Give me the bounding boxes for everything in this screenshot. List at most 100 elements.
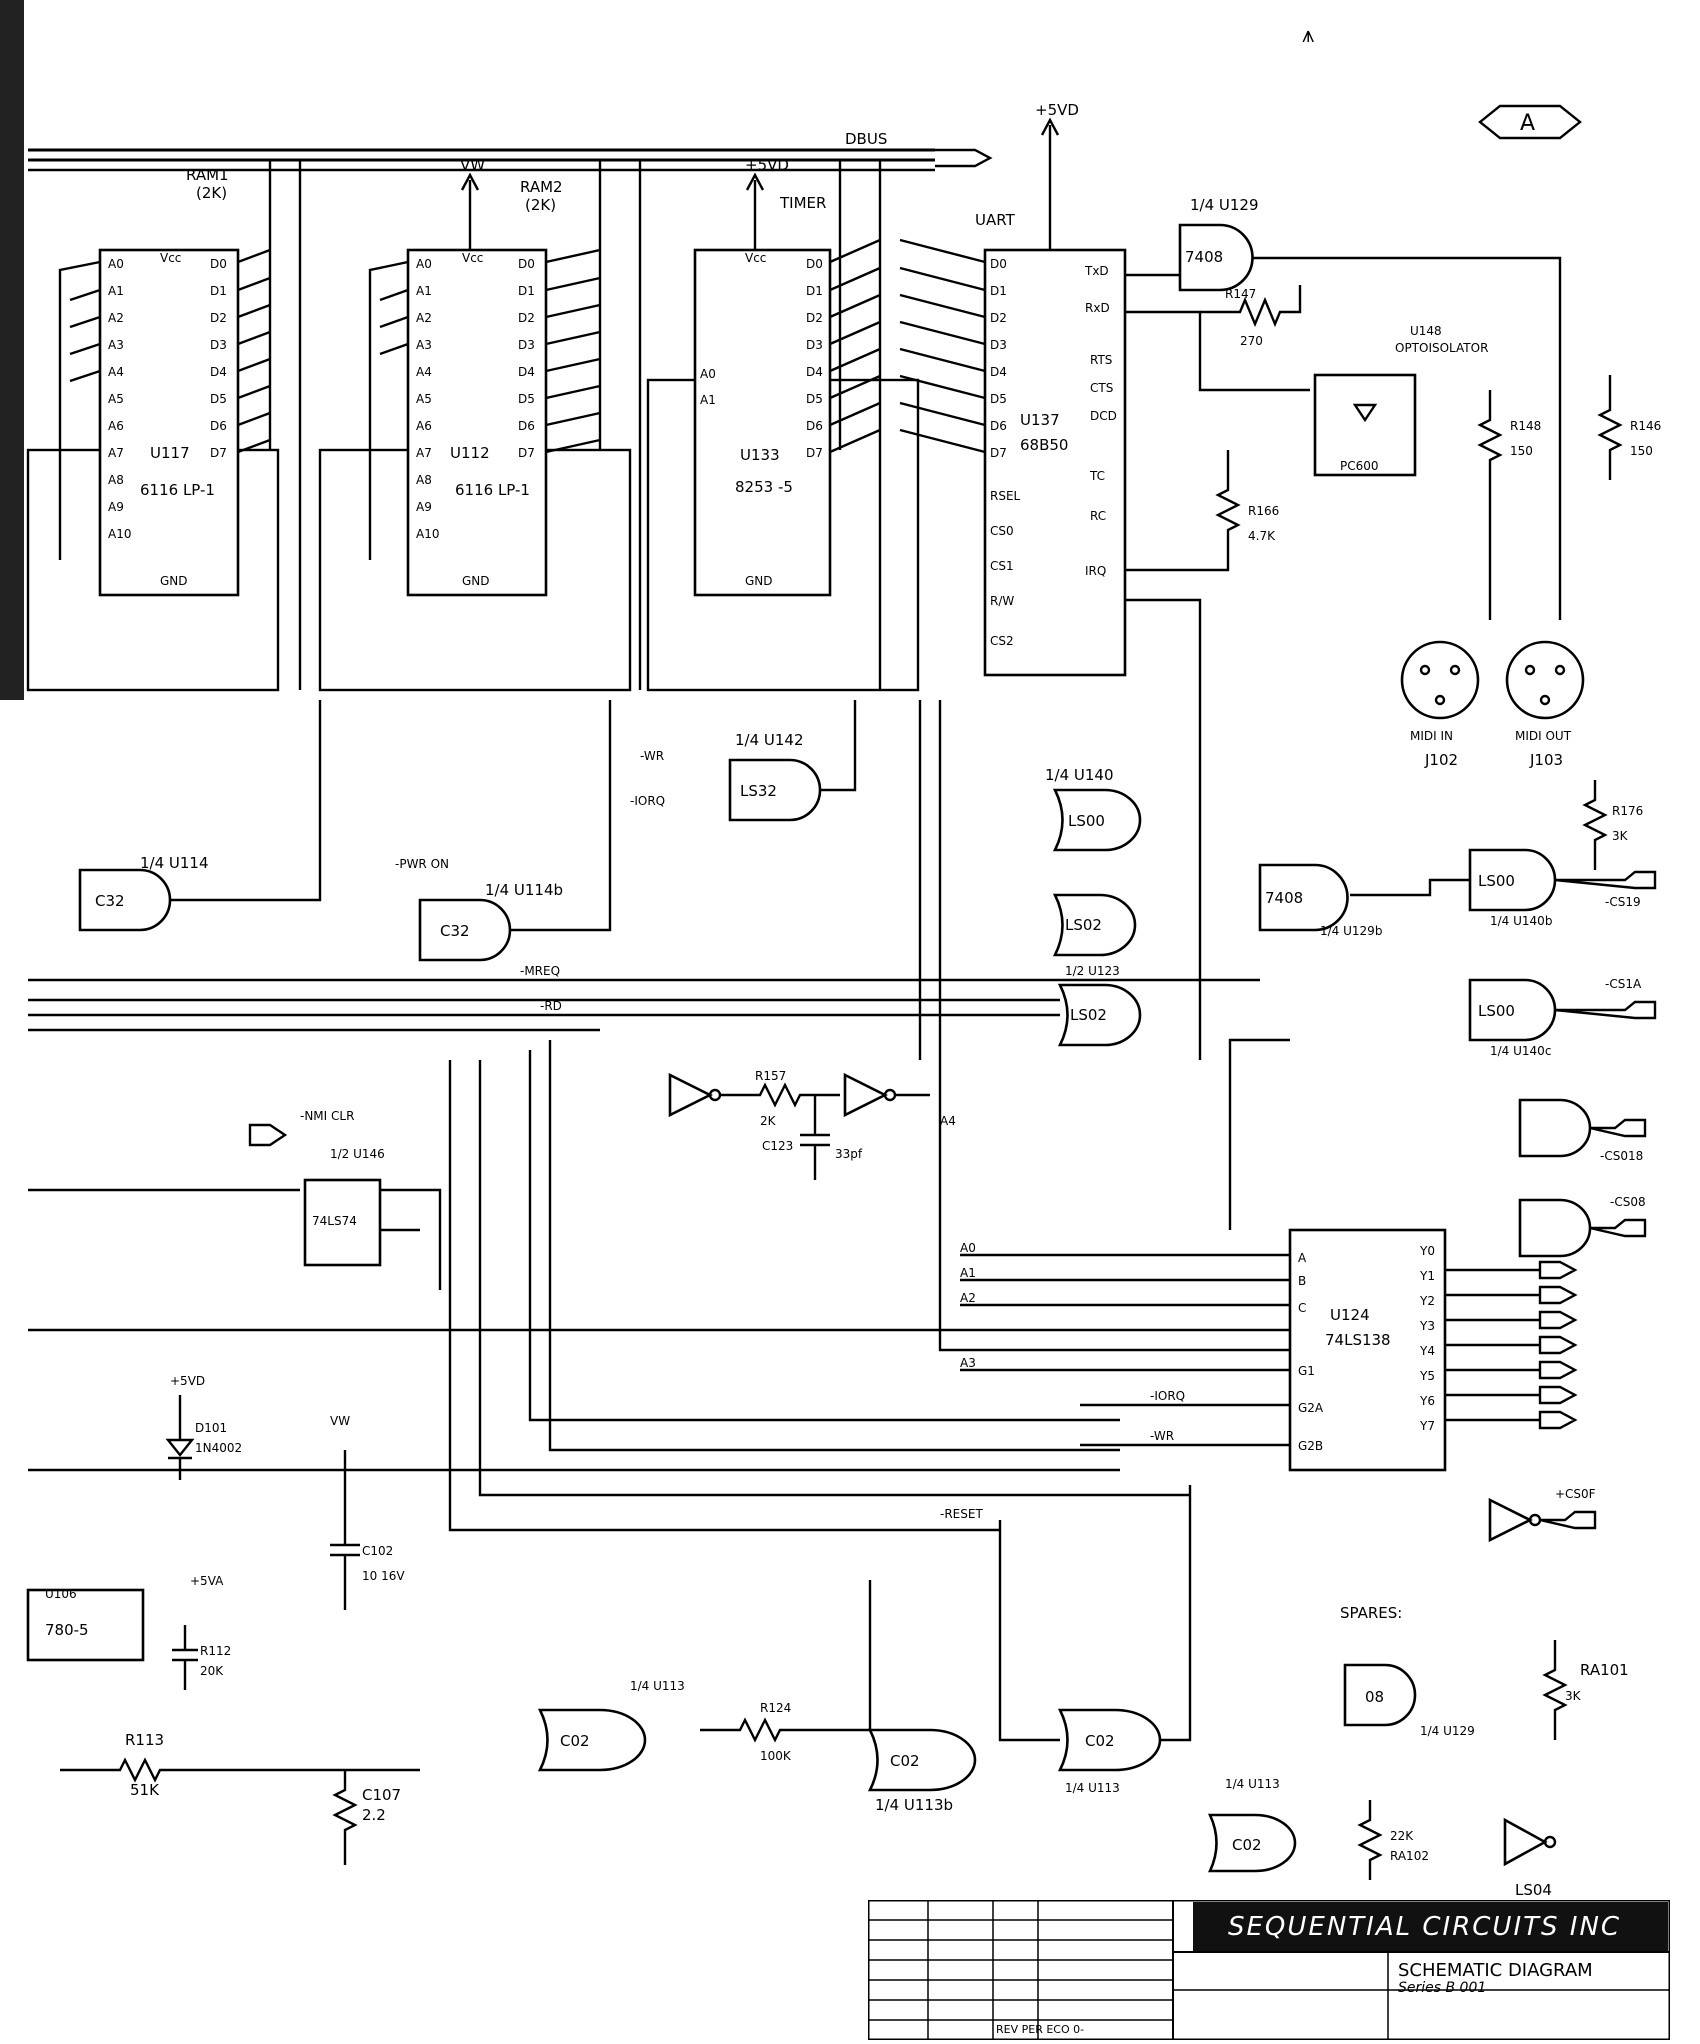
svg-text:D2: D2 xyxy=(990,311,1007,325)
svg-text:10 16V: 10 16V xyxy=(362,1569,405,1583)
svg-text:-MREQ: -MREQ xyxy=(520,964,560,978)
svg-text:D7: D7 xyxy=(210,446,227,460)
svg-text:1/4 U140: 1/4 U140 xyxy=(1045,766,1114,784)
svg-text:R147: R147 xyxy=(1225,287,1256,301)
svg-text:270: 270 xyxy=(1240,334,1263,348)
svg-text:1/4 U114b: 1/4 U114b xyxy=(485,881,563,899)
and-gate-u129: 7408 1/4 U129 xyxy=(1125,196,1562,620)
svg-text:C123: C123 xyxy=(762,1139,793,1153)
svg-text:C02: C02 xyxy=(560,1732,590,1750)
or-gate-u142: LS32 1/4 U142 -WR -IORQ xyxy=(630,700,857,822)
svg-text:(2K): (2K) xyxy=(525,196,556,214)
svg-text:IRQ: IRQ xyxy=(1085,564,1106,578)
svg-text:SPARES:: SPARES: xyxy=(1340,1604,1402,1622)
resistor-r148: R148 150 xyxy=(1477,390,1541,620)
svg-text:U112: U112 xyxy=(450,444,490,462)
dbus-label: DBUS xyxy=(845,130,887,148)
svg-text:D7: D7 xyxy=(518,446,535,460)
svg-text:68B50: 68B50 xyxy=(1020,436,1068,454)
svg-text:8253 -5: 8253 -5 xyxy=(735,478,793,496)
supply-arrows: VW +5VD +5VD xyxy=(460,101,1079,250)
svg-text:A: A xyxy=(1520,111,1535,136)
svg-text:LS00: LS00 xyxy=(1068,812,1105,830)
svg-text:R112: R112 xyxy=(200,1644,231,1658)
svg-text:LS04: LS04 xyxy=(1515,1881,1552,1899)
svg-text:D1: D1 xyxy=(210,284,227,298)
cs0f-inverter: +CS0F xyxy=(1488,1487,1597,1543)
svg-text:Y7: Y7 xyxy=(1419,1419,1435,1433)
svg-text:C32: C32 xyxy=(95,892,125,910)
title-block: SEQUENTIAL CIRCUITS INC SCHEMATIC DIAGRA… xyxy=(866,1898,1672,2042)
svg-text:A7: A7 xyxy=(416,446,432,460)
svg-text:A0: A0 xyxy=(960,1241,976,1255)
svg-text:3K: 3K xyxy=(1612,829,1629,843)
svg-text:D3: D3 xyxy=(210,338,227,352)
svg-text:G2B: G2B xyxy=(1298,1439,1323,1453)
svg-text:RC: RC xyxy=(1090,509,1106,523)
svg-text:J102: J102 xyxy=(1424,751,1458,769)
scan-edge xyxy=(0,0,24,700)
svg-text:U117: U117 xyxy=(150,444,190,462)
and-gate-u129b: 7408 1/4 U129b xyxy=(1258,863,1470,938)
nand-gate-u140b: LS00 1/4 U140b -CS19 xyxy=(1468,848,1657,928)
svg-text:RTS: RTS xyxy=(1090,353,1112,367)
svg-text:Vcc: Vcc xyxy=(462,251,483,265)
resistor-r146: R146 150 xyxy=(1597,375,1661,480)
svg-text:D6: D6 xyxy=(806,419,823,433)
cs08-gate: -CS08 xyxy=(1518,1195,1647,1258)
svg-text:C102: C102 xyxy=(362,1544,393,1558)
svg-text:C32: C32 xyxy=(440,922,470,940)
svg-text:-NMI CLR: -NMI CLR xyxy=(300,1109,354,1123)
svg-text:GND: GND xyxy=(462,574,490,588)
svg-text:A0: A0 xyxy=(700,367,716,381)
svg-text:D4: D4 xyxy=(210,365,227,379)
drawing-title: SCHEMATIC DIAGRAM xyxy=(1398,1960,1593,1981)
svg-text:A4: A4 xyxy=(416,365,432,379)
svg-text:A2: A2 xyxy=(960,1291,976,1305)
svg-text:1/4 U129: 1/4 U129 xyxy=(1420,1724,1475,1738)
svg-text:Y5: Y5 xyxy=(1419,1369,1435,1383)
svg-text:G1: G1 xyxy=(1298,1364,1315,1378)
svg-text:CS0: CS0 xyxy=(990,524,1014,538)
svg-text:-RESET: -RESET xyxy=(940,1507,983,1521)
svg-text:3K: 3K xyxy=(1565,1689,1582,1703)
resistor-r112: R113 51K xyxy=(60,1731,420,1799)
svg-text:1/2 U123: 1/2 U123 xyxy=(1065,964,1120,978)
svg-text:A4: A4 xyxy=(940,1114,956,1128)
svg-text:A0: A0 xyxy=(108,257,124,271)
revision-note: REV PER ECO 0- xyxy=(996,2023,1085,2036)
svg-text:RAM1: RAM1 xyxy=(186,166,229,184)
resistor-r147: R147 270 xyxy=(1200,285,1302,348)
svg-text:-PWR ON: -PWR ON xyxy=(395,857,449,871)
svg-text:D101: D101 xyxy=(195,1421,227,1435)
svg-text:D0: D0 xyxy=(518,257,535,271)
resistor-r124: R124 100K xyxy=(700,1580,872,1763)
svg-text:Y2: Y2 xyxy=(1419,1294,1435,1308)
svg-text:D4: D4 xyxy=(990,365,1007,379)
svg-text:Vcc: Vcc xyxy=(745,251,766,265)
svg-text:R146: R146 xyxy=(1630,419,1661,433)
svg-text:D4: D4 xyxy=(806,365,823,379)
svg-text:UART: UART xyxy=(975,211,1016,229)
svg-text:A3: A3 xyxy=(108,338,124,352)
svg-text:A1: A1 xyxy=(416,284,432,298)
svg-text:D5: D5 xyxy=(518,392,535,406)
svg-text:VW: VW xyxy=(330,1414,350,1428)
diode-d101: D101 1N4002 +5VD xyxy=(165,1374,242,1480)
svg-text:1/4 U140b: 1/4 U140b xyxy=(1490,914,1552,928)
svg-text:-RD: -RD xyxy=(540,999,562,1013)
optoisolator-u148: PC600 U148 OPTOISOLATOR xyxy=(1313,324,1488,477)
midi-in-connector: MIDI IN J102 xyxy=(1400,640,1480,769)
svg-text:A6: A6 xyxy=(108,419,124,433)
resistor-r176: R176 3K xyxy=(1582,780,1643,870)
svg-text:1/4 U142: 1/4 U142 xyxy=(735,731,804,749)
svg-text:R176: R176 xyxy=(1612,804,1643,818)
svg-text:+5VD: +5VD xyxy=(745,156,789,174)
svg-text:RSEL: RSEL xyxy=(990,489,1021,503)
svg-text:2K: 2K xyxy=(760,1114,777,1128)
svg-text:D7: D7 xyxy=(990,446,1007,460)
svg-text:PC600: PC600 xyxy=(1340,459,1379,473)
svg-text:LS02: LS02 xyxy=(1070,1006,1107,1024)
